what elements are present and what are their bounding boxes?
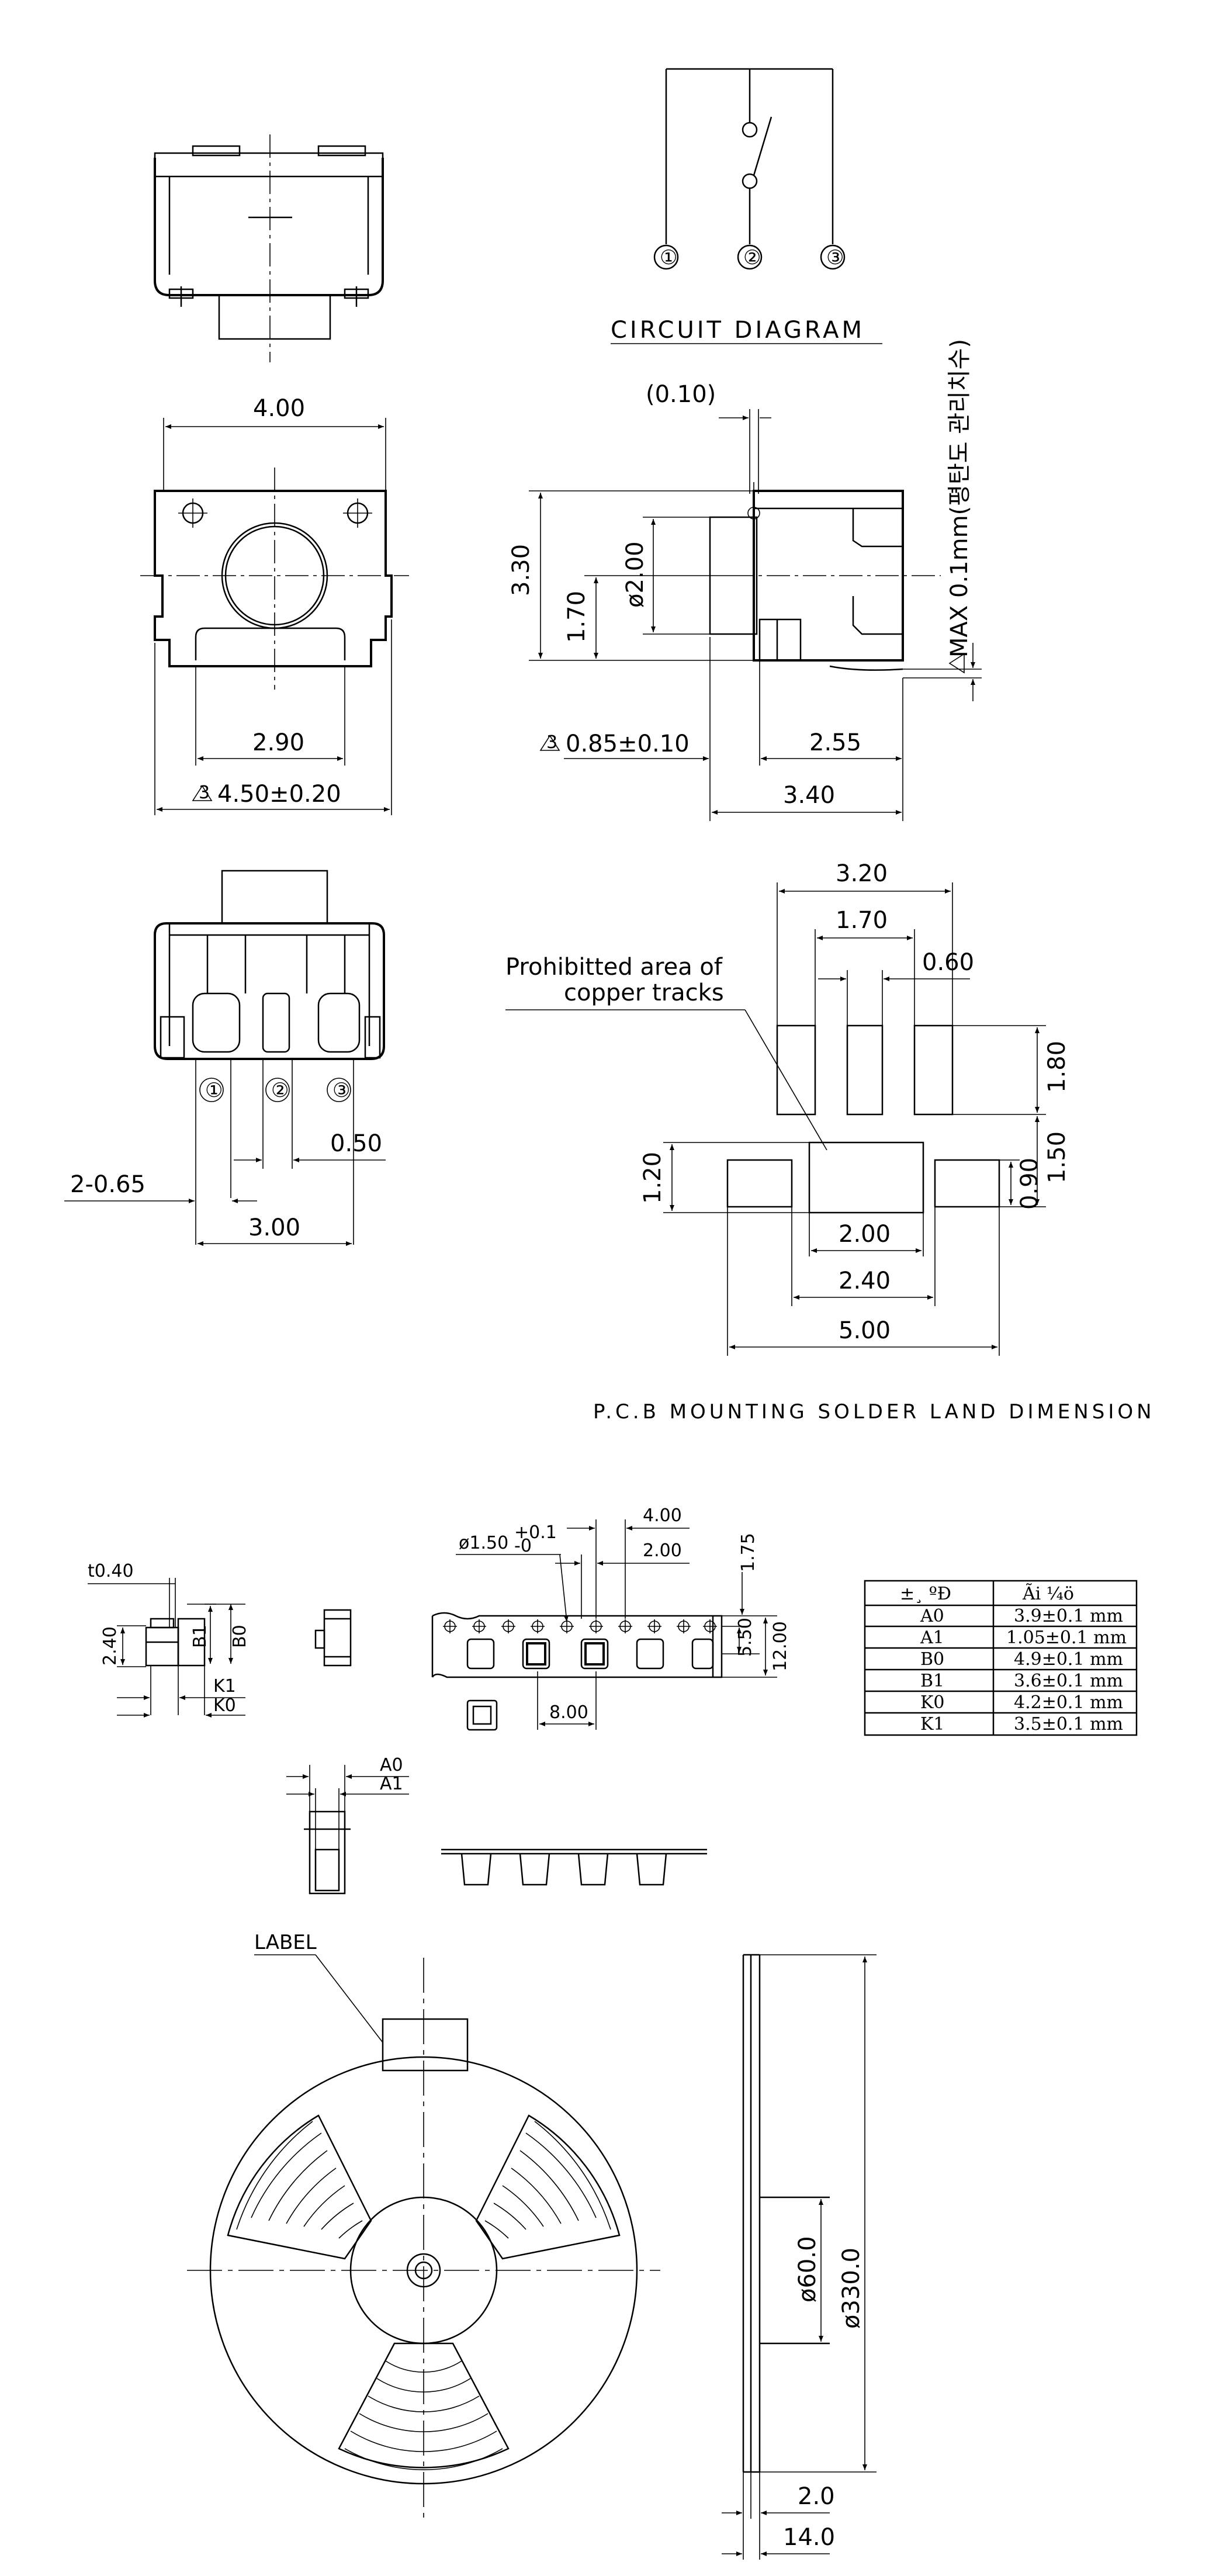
dim-pcb-1-70: 1.70 <box>836 907 888 934</box>
tape-cross-section: 2.40 t0.40 B1 B0 K1 K0 <box>88 1561 352 1718</box>
reel-label-box <box>382 2018 469 2072</box>
reel-label-text: LABEL <box>254 1931 317 1954</box>
tape-dim-k1: K1 <box>213 1676 236 1696</box>
pocket-dim-a0: A0 <box>380 1755 403 1775</box>
tape-pockets <box>466 1638 714 1670</box>
dim-1-80: 1.80 <box>1044 1041 1071 1093</box>
table-row-key: B1 <box>920 1671 944 1691</box>
dim-0-85: 0.85±0.10 <box>566 730 690 757</box>
tape-dimension-table: ±¸ ºÐ Ãi ¼ö A0 3.9±0.1 mm A1 1.05±0.1 mm… <box>864 1580 1138 1736</box>
reel-dim-14-0: 14.0 <box>783 2524 835 2551</box>
circuit-pin-2: ② <box>743 246 761 269</box>
table-row-value: 4.2±0.1 mm <box>1014 1692 1123 1713</box>
reel-window-left <box>227 2114 372 2260</box>
tape-dim-b0: B0 <box>230 1625 250 1648</box>
reel-window-right <box>475 2114 621 2260</box>
svg-text:3: 3 <box>199 783 210 803</box>
dim-3-00: 3.00 <box>248 1214 300 1241</box>
circuit-pin-1: ① <box>660 246 677 269</box>
reel-side-view: ø60.0 ø330.0 2.0 14.0 <box>722 1954 877 2560</box>
tape-top-view: ø1.50 +0.1 -0 4.00 2.00 1.75 5.50 12.00 … <box>431 1505 791 1731</box>
dim-2-90: 2.90 <box>252 729 304 756</box>
tape-dim-hole-minus: -0 <box>514 1536 532 1556</box>
front-pin-1: ① <box>205 1079 223 1102</box>
table-row-value: 3.6±0.1 mm <box>1014 1671 1123 1691</box>
dim-3-40: 3.40 <box>783 782 835 809</box>
svg-text:3: 3 <box>546 732 557 753</box>
dim-1-20: 1.20 <box>639 1152 666 1204</box>
prohibited-note-line1: Prohibitted area of <box>505 954 723 981</box>
flatness-note: MAX 0.1mm(평탄도 관리치수) <box>946 339 973 657</box>
reel-front-view: LABEL <box>187 1931 660 2519</box>
table-header-name: ±¸ ºÐ <box>900 1584 951 1604</box>
front-view: ① ② ③ 0.50 2-0.65 3.00 <box>64 870 386 1246</box>
table-row-value: 3.5±0.1 mm <box>1014 1714 1123 1734</box>
reel-dim-60: ø60.0 <box>794 2236 821 2303</box>
table-row-key: K0 <box>920 1692 945 1713</box>
tape-dim-8-00: 8.00 <box>549 1702 588 1723</box>
dim-0-50: 0.50 <box>330 1130 382 1157</box>
tape-dim-2-00: 2.00 <box>643 1540 682 1561</box>
tape-dim-t0-40: t0.40 <box>88 1561 134 1581</box>
dim-3-30: 3.30 <box>508 544 535 596</box>
dim-0-90: 0.90 <box>1016 1158 1043 1210</box>
dim-pcb-5-00: 5.00 <box>839 1317 891 1344</box>
reel-window-bottom <box>338 2342 510 2470</box>
table-row-key: A0 <box>920 1606 944 1626</box>
table-row-key: A1 <box>920 1628 944 1648</box>
circuit-pin-3: ③ <box>826 246 844 269</box>
dim-dia-2-00: ø2.00 <box>622 541 649 608</box>
tape-dim-k0: K0 <box>213 1695 236 1716</box>
circuit-diagram: ① ② ③ CIRCUIT DIAGRAM <box>611 68 882 344</box>
table-header-value: Ãi ¼ö <box>1022 1583 1074 1604</box>
tape-dim-1-75: 1.75 <box>738 1533 758 1572</box>
dim-1-70: 1.70 <box>563 591 590 643</box>
dim-0-60: 0.60 <box>922 949 974 976</box>
front-pin-2: ② <box>271 1079 289 1102</box>
tape-dim-hole: ø1.50 <box>459 1533 508 1553</box>
circuit-diagram-title: CIRCUIT DIAGRAM <box>611 317 865 344</box>
dim-4-00: 4.00 <box>253 395 305 422</box>
table-row-value: 3.9±0.1 mm <box>1014 1606 1123 1626</box>
dim-pcb-2-00: 2.00 <box>839 1221 891 1248</box>
tape-dim-12-00: 12.00 <box>770 1621 791 1671</box>
sprocket-holes <box>443 1619 717 1633</box>
tape-dim-2-40: 2.40 <box>100 1626 120 1666</box>
reel-dim-330: ø330.0 <box>838 2248 865 2329</box>
top-view: 4.00 2.90 3 4.50±0.20 <box>140 395 409 815</box>
dim-0-10: (0.10) <box>646 381 716 408</box>
dim-3-20: 3.20 <box>836 860 888 887</box>
dim-pcb-2-40: 2.40 <box>839 1268 891 1294</box>
side-view: (0.10) 3.30 1.70 ø2.00 MAX 0.1mm(평탄도 관리치… <box>508 339 982 821</box>
table-row-value: 4.9±0.1 mm <box>1014 1649 1123 1670</box>
dim-2-55: 2.55 <box>809 729 861 756</box>
dim-2-0-65: 2-0.65 <box>70 1171 146 1198</box>
table-row-key: K1 <box>920 1714 945 1734</box>
table-row-key: B0 <box>920 1649 944 1670</box>
pocket-dim-a1: A1 <box>380 1774 403 1794</box>
front-pin-3: ③ <box>332 1079 350 1102</box>
dim-4-50: 4.50±0.20 <box>217 781 341 808</box>
pcb-land-pattern: Prohibitted area of copper tracks 3.20 1… <box>505 860 1155 1424</box>
tape-side-view <box>441 1848 707 1886</box>
table-row-value: 1.05±0.1 mm <box>1006 1628 1127 1648</box>
prohibited-note-line2: copper tracks <box>564 979 724 1006</box>
pcb-land-title: P.C.B MOUNTING SOLDER LAND DIMENSION <box>593 1400 1155 1424</box>
top-profile-view <box>154 134 384 362</box>
reel-dim-2-0: 2.0 <box>798 2483 835 2510</box>
dim-1-50: 1.50 <box>1044 1131 1071 1183</box>
tape-dim-b1: B1 <box>190 1625 210 1648</box>
pocket-detail: A0 A1 <box>286 1755 409 1895</box>
tape-dim-5-50: 5.50 <box>735 1618 756 1657</box>
tape-dim-4-00: 4.00 <box>643 1505 682 1526</box>
tape-dim-hole-plus: +0.1 <box>514 1522 557 1543</box>
